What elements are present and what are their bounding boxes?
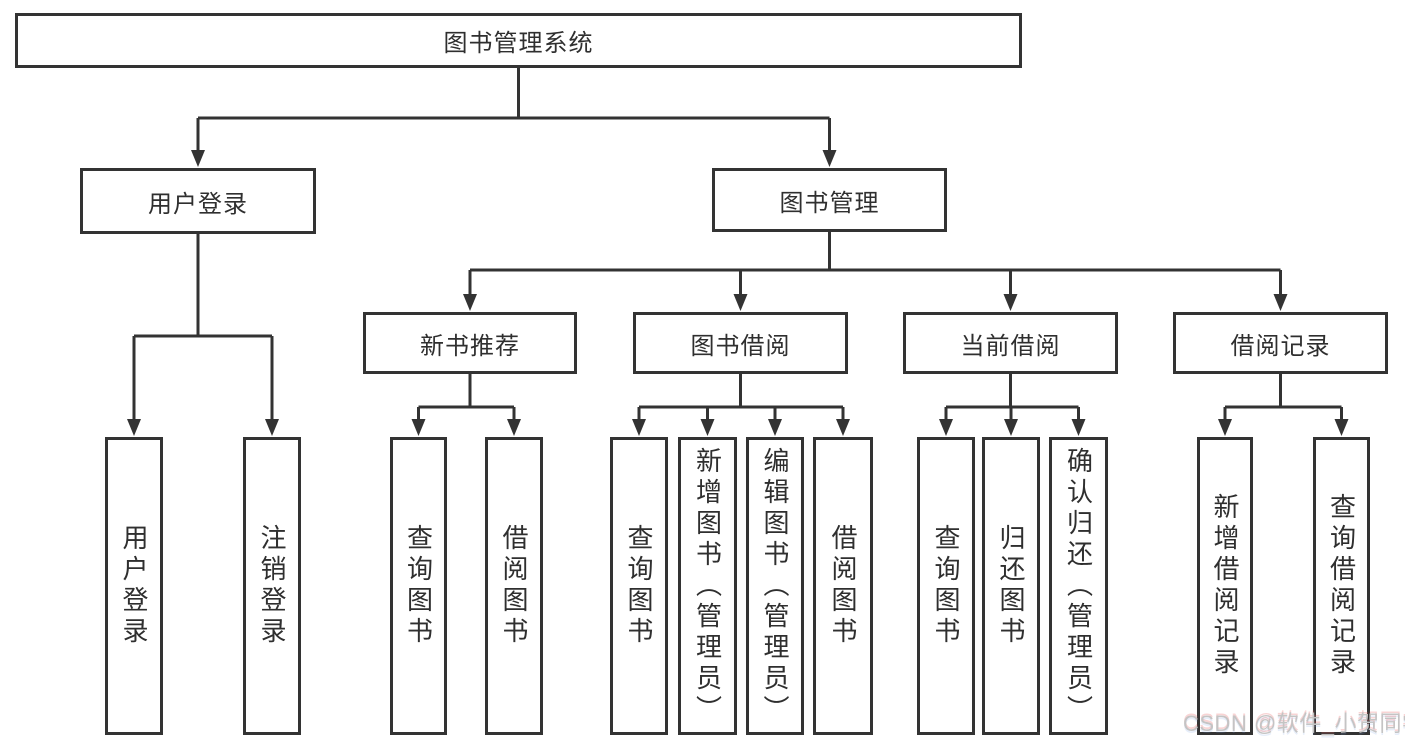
arrowhead <box>1334 419 1349 436</box>
node-return-books: 归还图书 <box>982 437 1040 735</box>
node-query-borrow-record: 查询借阅记录 <box>1313 437 1370 735</box>
arrowhead <box>822 150 837 167</box>
arrowhead <box>191 150 205 167</box>
node-label: 借阅图书 <box>828 524 858 648</box>
arrowhead <box>265 419 279 436</box>
arrowhead <box>463 294 477 311</box>
node-current-borrow: 当前借阅 <box>903 312 1118 374</box>
connector-user-login-to-children <box>127 234 279 436</box>
node-label: 用户登录 <box>148 190 248 218</box>
node-label: 编辑图书（管理员） <box>760 446 790 726</box>
arrowhead <box>1003 294 1018 311</box>
node-query-books-borrow: 查询图书 <box>610 437 668 735</box>
arrowhead <box>1273 294 1288 311</box>
node-user-login: 用户登录 <box>80 168 316 234</box>
node-label: 图书借阅 <box>690 332 791 360</box>
csdn-watermark: CSDN @软件_小贺同学 <box>1183 711 1405 736</box>
node-label: 查询图书 <box>931 524 961 648</box>
arrowhead <box>632 419 646 436</box>
node-book-management: 图书管理 <box>712 168 947 232</box>
arrowhead <box>1004 419 1018 436</box>
node-label: 图书管理 <box>779 189 880 217</box>
node-edit-books-admin: 编辑图书（管理员） <box>746 437 804 735</box>
arrowhead <box>939 419 953 436</box>
node-label: 查询图书 <box>624 524 654 648</box>
arrowhead <box>1071 419 1086 436</box>
node-borrow-books-action: 借阅图书 <box>813 437 873 735</box>
node-book-borrow: 图书借阅 <box>633 312 848 374</box>
node-borrow-records: 借阅记录 <box>1173 312 1388 374</box>
node-logout: 注销登录 <box>243 437 301 735</box>
node-query-books-current: 查询图书 <box>917 437 975 735</box>
connector-root-to-level2 <box>191 68 837 167</box>
node-user-login-action: 用户登录 <box>105 437 163 735</box>
node-new-book-recommend: 新书推荐 <box>363 312 577 374</box>
connector-current-borrow-to-children <box>939 374 1086 436</box>
arrowhead <box>127 419 141 436</box>
node-borrow-books-recommend: 借阅图书 <box>485 437 543 735</box>
node-label: 注销登录 <box>257 524 287 648</box>
connector-borrow-records-to-children <box>1218 374 1349 436</box>
node-query-books-recommend: 查询图书 <box>390 437 447 735</box>
node-label: 确认归还（管理员） <box>1063 446 1094 726</box>
node-confirm-return-admin: 确认归还（管理员） <box>1049 437 1108 735</box>
connector-book-management-to-level3 <box>463 232 1288 311</box>
node-label: 新增图书（管理员） <box>692 446 723 726</box>
node-label: 归还图书 <box>996 524 1026 648</box>
node-label: 查询图书 <box>403 524 434 648</box>
node-label: 当前借阅 <box>960 332 1061 360</box>
node-library-management-system: 图书管理系统 <box>15 13 1022 68</box>
arrowhead <box>411 419 426 436</box>
node-label: 借阅记录 <box>1230 332 1331 360</box>
arrowhead <box>836 419 850 436</box>
connector-book-borrow-to-children <box>632 374 850 436</box>
node-label: 新书推荐 <box>420 332 520 360</box>
arrowhead <box>700 419 715 436</box>
node-label: 查询借阅记录 <box>1326 493 1357 679</box>
arrowhead <box>733 294 748 311</box>
arrowhead <box>507 419 521 436</box>
node-add-borrow-record: 新增借阅记录 <box>1197 437 1253 735</box>
arrowhead <box>768 419 782 436</box>
node-label: 借阅图书 <box>499 524 529 648</box>
node-label: 新增借阅记录 <box>1210 493 1240 679</box>
arrowhead <box>1218 419 1232 436</box>
node-add-books-admin: 新增图书（管理员） <box>678 437 737 735</box>
connector-new-book-to-children <box>411 374 521 436</box>
node-label: 用户登录 <box>119 524 149 648</box>
node-label: 图书管理系统 <box>443 30 594 57</box>
